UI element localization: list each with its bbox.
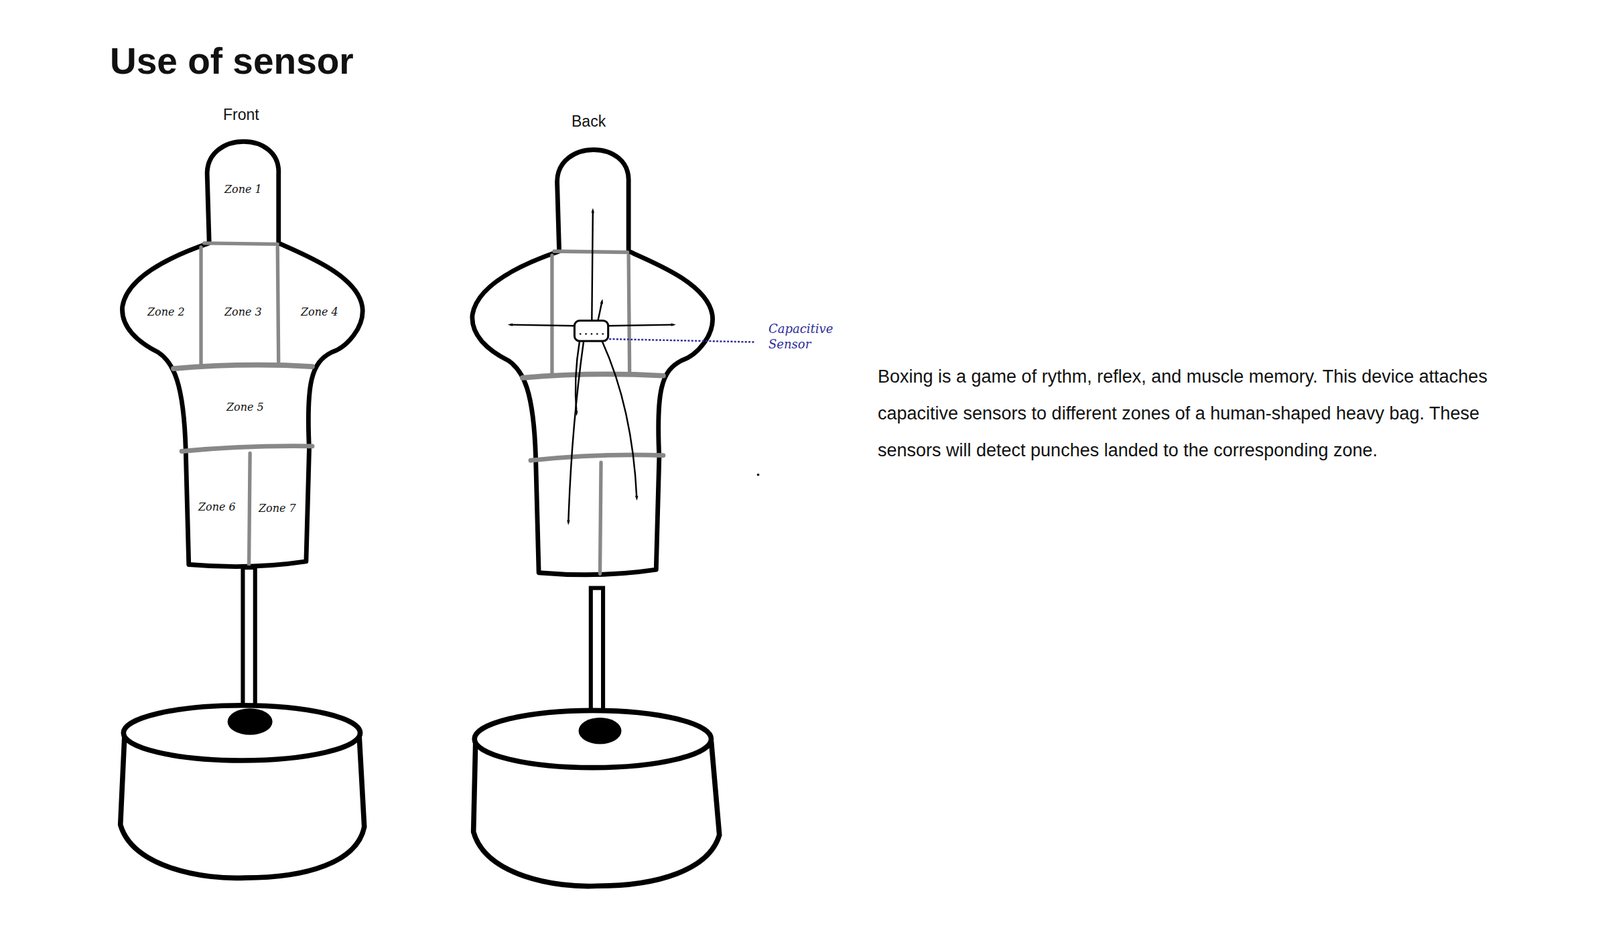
zone-line xyxy=(600,462,602,574)
wire xyxy=(597,301,602,321)
zone-label: Zone 3 xyxy=(224,306,262,319)
zone-line xyxy=(530,454,664,461)
zone-line xyxy=(277,247,279,366)
zone-line xyxy=(249,453,251,565)
bag-outline xyxy=(472,149,713,575)
pole xyxy=(242,567,255,719)
heavy-bag-back xyxy=(472,149,756,886)
zone-line xyxy=(181,446,313,452)
sensor-dots xyxy=(579,332,605,335)
capacitive-sensor xyxy=(574,320,608,342)
wire xyxy=(575,341,580,414)
wire xyxy=(568,341,584,523)
description-text: Boxing is a game of rythm, reflex, and m… xyxy=(877,358,1525,470)
wire xyxy=(509,324,575,327)
zone-lines xyxy=(522,251,664,574)
base-top xyxy=(474,710,711,768)
page-title: Use of sensor xyxy=(109,40,354,82)
heavy-bag-front xyxy=(120,141,365,878)
leader-line xyxy=(609,339,756,343)
zone-label: Zone 5 xyxy=(226,401,264,414)
bag-outline xyxy=(122,141,364,567)
zone-line xyxy=(173,365,313,369)
zone-label: Zone 1 xyxy=(224,183,262,196)
wire xyxy=(608,324,674,327)
zone-label: Zone 6 xyxy=(198,501,236,514)
zone-line xyxy=(204,243,279,245)
zone-line xyxy=(554,251,628,253)
zone-line xyxy=(550,255,554,374)
pole-joint xyxy=(227,708,273,736)
zone-line xyxy=(628,255,630,374)
callout-label: Capacitive Sensor xyxy=(768,321,848,352)
wire xyxy=(591,210,593,321)
view-label: Front xyxy=(223,106,260,124)
zone-label: Zone 2 xyxy=(147,306,185,319)
pole xyxy=(590,588,604,727)
zone-line xyxy=(522,373,664,378)
zone-label: Zone 4 xyxy=(300,306,339,319)
zone-lines xyxy=(173,243,313,565)
wire xyxy=(602,341,638,499)
stray-dot xyxy=(757,473,760,477)
base-top xyxy=(123,705,360,761)
zone-line xyxy=(198,247,203,366)
view-label: Back xyxy=(571,113,606,130)
pole-joint xyxy=(578,717,622,745)
zone-label: Zone 7 xyxy=(258,502,297,515)
sensor-wires xyxy=(509,210,674,523)
